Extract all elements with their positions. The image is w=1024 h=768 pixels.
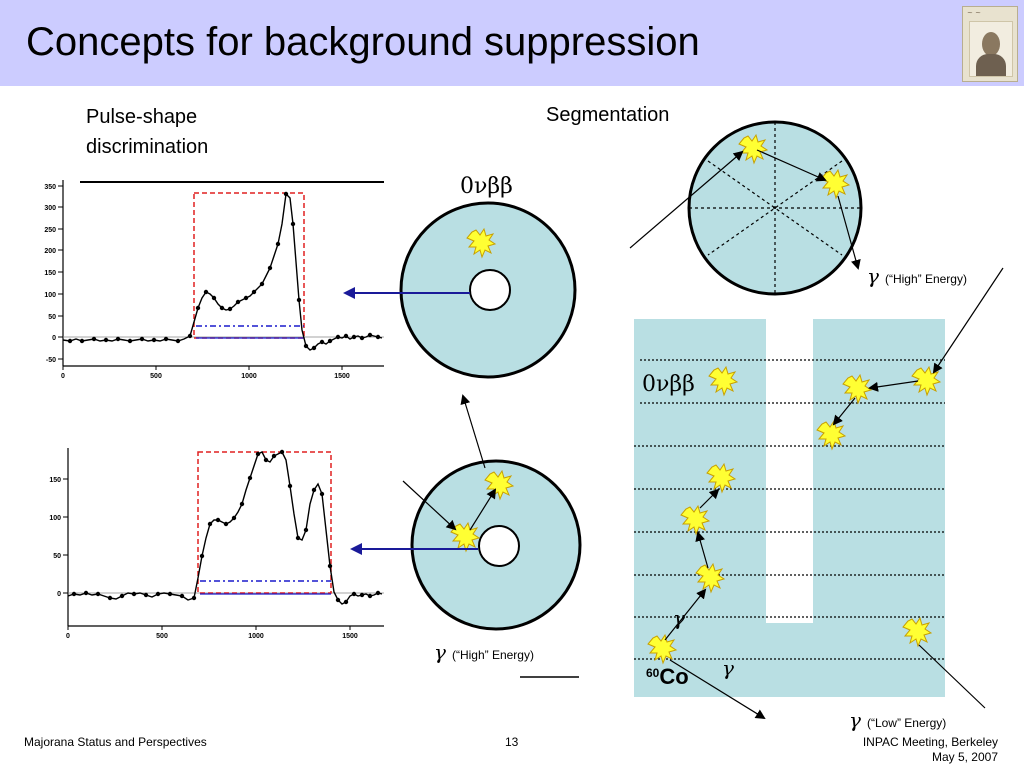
hit-star-icon: [695, 562, 726, 594]
x-tick-label: 1500: [342, 633, 358, 640]
isotope-element: Co: [659, 664, 689, 689]
pulse-shape-label-line1: Pulse-shape: [86, 106, 198, 128]
footer-meeting-info: INPAC Meeting, Berkeley May 5, 2007: [863, 735, 998, 765]
x-tick-label: 0: [66, 633, 70, 640]
bottom-plot-x-ticks: 0 500 1000 1500: [66, 626, 358, 640]
hit-star-icon: [680, 504, 711, 536]
hit-star-icon: [820, 168, 851, 200]
y-tick-label: 200: [44, 248, 56, 255]
top-pulse-waveform: [62, 192, 383, 351]
y-tick-label: 0: [57, 591, 61, 598]
y-tick-label: 0: [52, 335, 56, 342]
top-plot-x-ticks: 0 500 1000 1500: [61, 366, 350, 380]
bottom-plot-y-ticks: 150 100 50 0: [49, 477, 68, 598]
y-tick-label: 350: [44, 184, 56, 191]
top-plot-y-ticks: 350 300 250 200 150 100 50 0 -50: [44, 184, 63, 364]
hit-star-icon: [911, 365, 942, 397]
x-tick-label: 0: [61, 373, 65, 380]
y-tick-label: 100: [49, 515, 61, 522]
y-tick-label: -50: [46, 357, 56, 364]
x-tick-label: 500: [156, 633, 168, 640]
top-detector-label: 0νββ: [460, 174, 513, 199]
segmented-stack: [634, 319, 945, 697]
gamma-symbol: γ: [722, 656, 734, 680]
low-energy-gamma-label: γ (“Low” Energy): [849, 708, 946, 732]
hit-star-icon: [647, 633, 678, 665]
outgoing-gamma-arrow: [837, 195, 861, 270]
x-tick-label: 1000: [241, 373, 257, 380]
footer-meeting-date: May 5, 2007: [931, 750, 998, 764]
gamma-symbol: γ: [434, 640, 446, 664]
pulse-window: [197, 451, 332, 594]
top-pulse-points: [67, 191, 381, 351]
hit-star-icon: [708, 365, 739, 397]
gamma-symbol: γ: [849, 708, 861, 732]
escaping-gamma-arrow: [669, 659, 766, 720]
pulse-shape-label-line2: discrimination: [86, 136, 209, 158]
y-tick-label: 250: [44, 227, 56, 234]
slide-title: Concepts for background suppression: [26, 20, 700, 64]
bottom-detector-gamma-label: γ (“High” Energy): [434, 640, 534, 664]
hit-star-icon: [706, 462, 737, 494]
y-tick-label: 150: [49, 477, 61, 484]
outgoing-gamma-arrow: [460, 394, 486, 469]
top-pulse-plot: 350 300 250 200 150 100 50 0 -50 0 500 1…: [44, 180, 384, 380]
gamma-energy-text: (“High” Energy): [884, 272, 967, 286]
gamma-symbol: γ: [673, 606, 685, 630]
gamma-energy-text: (“High” Energy): [451, 648, 534, 662]
footer-page-number: 13: [505, 735, 519, 749]
incoming-gamma-arrow: [629, 150, 744, 249]
incoming-gamma-arrow: [932, 267, 1004, 374]
top-detector: [399, 201, 577, 379]
y-tick-label: 50: [48, 314, 56, 321]
x-tick-label: 1000: [248, 633, 264, 640]
bottom-detector: [410, 459, 582, 631]
title-bar: Concepts for background suppression ~ ~: [0, 0, 1024, 86]
y-tick-label: 100: [44, 292, 56, 299]
co60-source-label: 60Co: [646, 664, 689, 690]
isotope-mass-number: 60: [646, 666, 660, 680]
footer-presentation-title: Majorana Status and Perspectives: [24, 735, 207, 749]
x-tick-label: 500: [150, 373, 162, 380]
stack-0vbb-label: 0νββ: [642, 372, 695, 397]
portrait-frame: [969, 21, 1013, 77]
y-tick-label: 50: [53, 553, 61, 560]
gamma-symbol: γ: [867, 264, 879, 288]
y-tick-label: 150: [44, 270, 56, 277]
majorana-portrait-image: ~ ~: [962, 6, 1018, 82]
footer-meeting-name: INPAC Meeting, Berkeley: [862, 735, 998, 749]
pulse-window: [193, 192, 305, 339]
hit-star-icon: [902, 616, 933, 648]
bottom-pulse-plot: 150 100 50 0 0 500 1000 1500: [49, 448, 384, 640]
segmentation-label: Segmentation: [546, 104, 670, 126]
y-tick-label: 300: [44, 205, 56, 212]
hit-star-icon: [450, 521, 481, 553]
segmented-gamma-label: γ (“High” Energy): [867, 264, 967, 288]
hit-star-icon: [466, 227, 497, 259]
x-tick-label: 1500: [334, 373, 350, 380]
segmented-detector: [687, 120, 863, 296]
hit-star-icon: [842, 373, 873, 405]
bottom-pulse-points: [71, 449, 381, 605]
gamma-energy-text: (“Low” Energy): [866, 716, 947, 730]
incoming-gamma-arrow: [402, 480, 457, 531]
